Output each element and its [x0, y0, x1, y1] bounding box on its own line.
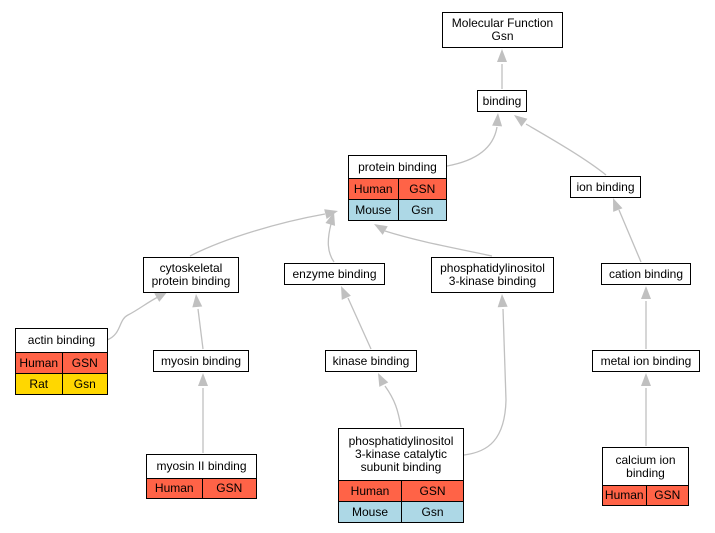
edge-actin-to-cytoskeletal: [106, 296, 159, 341]
edge-pi3k-catalytic-to-kinase: [384, 385, 402, 428]
node-myosin-binding[interactable]: myosin binding: [153, 350, 249, 372]
node-label-line: myosin II binding: [156, 459, 247, 473]
node-label-line: Gsn: [491, 29, 514, 43]
node-label-line: kinase binding: [332, 353, 410, 368]
species-cell: Mouse: [351, 504, 389, 519]
node-label-line: cytoskeletal: [159, 261, 223, 275]
species-row-human: Human GSN: [339, 480, 463, 501]
gene-cell: Gsn: [397, 200, 447, 220]
edge-enzyme-to-protein-binding: [327, 223, 335, 263]
gene-cell: GSN: [61, 353, 108, 373]
node-label-line: actin binding: [27, 333, 96, 347]
node-label-line: calcium ion: [615, 452, 676, 467]
node-label-line: 3-kinase catalytic: [354, 447, 448, 461]
node-label-line: phosphatidylinositol: [348, 434, 454, 448]
edge-pi3k-to-protein-binding: [384, 230, 493, 257]
species-cell: Rat: [29, 376, 49, 391]
species-cell: Mouse: [355, 202, 392, 217]
node-label-line: binding: [626, 465, 665, 480]
node-label-line: ion binding: [576, 179, 635, 194]
gene-cell: GSN: [201, 479, 257, 498]
edge-pi3k-catalytic-to-pi3k: [463, 308, 507, 456]
gene-cell: GSN: [397, 179, 447, 199]
species-cell: Human: [350, 483, 390, 498]
species-cell: Human: [353, 181, 393, 196]
node-pi3k-catalytic-subunit-binding[interactable]: phosphatidylinositol 3-kinase catalytic …: [338, 428, 464, 523]
node-binding[interactable]: binding: [477, 90, 527, 112]
edge-enzyme-to-protein-binding-arrowhead: [325, 212, 336, 226]
node-label-line: protein binding: [151, 274, 231, 288]
edge-cytoskeletal-to-protein-binding: [189, 213, 326, 257]
node-label-line: phosphatidylinositol: [440, 261, 545, 275]
species-row-mouse: Mouse Gsn: [339, 501, 463, 522]
edge-calcium-to-metal-ion-arrowhead: [641, 373, 651, 386]
edge-pi3k-catalytic-to-pi3k-arrowhead: [497, 294, 508, 308]
species-row-rat: Rat Gsn: [16, 373, 107, 394]
node-label-line: myosin binding: [160, 353, 242, 368]
node-metal-ion-binding[interactable]: metal ion binding: [592, 350, 700, 372]
edge-cation-to-ion-binding-arrowhead: [613, 198, 623, 212]
node-label-line: subunit binding: [360, 460, 442, 474]
node-label-line: binding: [482, 93, 522, 108]
edge-cytoskeletal-to-protein-binding-arrowhead: [324, 209, 338, 220]
gene-cell: GSN: [645, 486, 689, 505]
node-label-line: Molecular Function: [451, 16, 554, 30]
edge-protein-binding-to-binding: [446, 126, 498, 167]
node-kinase-binding[interactable]: kinase binding: [325, 350, 417, 372]
edge-myosin-ii-to-myosin-arrowhead: [198, 373, 208, 386]
node-cation-binding[interactable]: cation binding: [601, 263, 691, 285]
edge-binding-to-molecular-function-arrowhead: [497, 49, 507, 62]
species-row-human: Human GSN: [349, 178, 446, 199]
node-ion-binding[interactable]: ion binding: [570, 176, 641, 198]
node-protein-binding[interactable]: protein binding Human GSN Mouse Gsn: [348, 155, 447, 221]
edge-myosin-to-cytoskeletal-arrowhead: [192, 294, 203, 308]
edge-ion-binding-to-binding: [525, 123, 607, 176]
species-cell: Human: [154, 481, 194, 495]
species-row-mouse: Mouse Gsn: [349, 199, 446, 220]
node-label-line: protein binding: [358, 159, 437, 174]
edge-myosin-to-cytoskeletal: [197, 308, 204, 350]
node-label-line: 3-kinase binding: [448, 274, 537, 288]
node-cytoskeletal-protein-binding[interactable]: cytoskeletal protein binding: [143, 257, 239, 293]
node-label-line: metal ion binding: [600, 353, 692, 368]
node-label-line: cation binding: [608, 266, 684, 281]
gene-cell: GSN: [401, 481, 463, 501]
edge-kinase-to-enzyme-arrowhead: [341, 286, 351, 300]
edge-kinase-to-enzyme: [347, 297, 372, 350]
node-calcium-ion-binding[interactable]: calcium ion binding Human GSN: [602, 447, 689, 506]
node-enzyme-binding[interactable]: enzyme binding: [284, 263, 385, 285]
edge-pi3k-to-protein-binding-arrowhead: [374, 224, 388, 235]
edge-ion-binding-to-binding-arrowhead: [514, 115, 528, 127]
species-cell: Human: [604, 488, 644, 502]
node-label-line: enzyme binding: [292, 266, 377, 281]
node-pi3k-binding[interactable]: phosphatidylinositol 3-kinase binding: [431, 257, 554, 293]
edge-metal-ion-to-cation-binding-arrowhead: [641, 286, 651, 299]
edge-cation-to-ion-binding: [618, 209, 642, 263]
node-actin-binding[interactable]: actin binding Human GSN Rat Gsn: [15, 328, 108, 395]
gene-cell: Gsn: [61, 374, 108, 394]
edge-pi3k-catalytic-to-kinase-arrowhead: [378, 373, 389, 387]
gene-cell: Gsn: [401, 502, 463, 522]
species-cell: Human: [19, 355, 59, 370]
species-row-human: Human GSN: [603, 485, 688, 505]
species-row-human: Human GSN: [147, 478, 256, 498]
species-row-human: Human GSN: [16, 352, 107, 373]
node-molecular-function[interactable]: Molecular Function Gsn: [442, 12, 563, 48]
edge-actin-to-cytoskeletal-arrowhead: [154, 291, 168, 302]
node-myosin-ii-binding[interactable]: myosin II binding Human GSN: [146, 454, 257, 499]
edge-protein-binding-to-binding-arrowhead: [492, 113, 503, 127]
